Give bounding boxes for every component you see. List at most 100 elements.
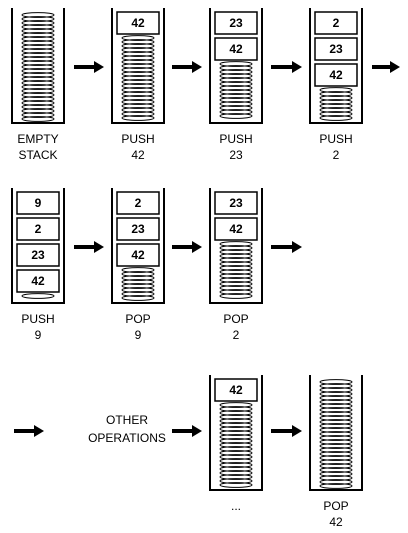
stack-pop9: 2 23 42 bbox=[111, 188, 165, 304]
stack-item-box bbox=[214, 191, 258, 215]
stack-push9: 9 2 23 42 bbox=[11, 188, 65, 304]
stack-item: 23 bbox=[16, 243, 60, 267]
spring bbox=[219, 241, 253, 299]
arrow-right-icon bbox=[14, 425, 44, 437]
stack-item-box bbox=[214, 37, 258, 61]
stack-item-box bbox=[16, 243, 60, 267]
stack-caption-line: 42 bbox=[131, 148, 145, 162]
stack-item: 23 bbox=[314, 37, 358, 61]
arrow-right-icon bbox=[271, 61, 302, 73]
stack-caption-line: 9 bbox=[135, 328, 142, 342]
spring bbox=[121, 267, 155, 301]
stack-item-value: 42 bbox=[329, 68, 343, 82]
arrow-right-icon bbox=[372, 61, 400, 73]
stack-item-value: 2 bbox=[35, 222, 42, 236]
spring bbox=[219, 61, 253, 119]
stack-item: 23 bbox=[214, 191, 258, 215]
stack-item: 2 bbox=[314, 11, 358, 35]
arrows bbox=[14, 61, 400, 437]
stack-item-box bbox=[16, 269, 60, 293]
spring bbox=[319, 87, 353, 121]
stack-caption-line: PUSH bbox=[319, 132, 352, 146]
stack-item: 23 bbox=[214, 11, 258, 35]
stack-item-value: 23 bbox=[131, 222, 145, 236]
arrow-right-icon bbox=[74, 241, 104, 253]
stack-item-value: 42 bbox=[131, 248, 145, 262]
stack-item: 2 bbox=[16, 217, 60, 241]
stack-item: 42 bbox=[214, 217, 258, 241]
stack-item-box bbox=[116, 243, 160, 267]
stack-item-value: 2 bbox=[135, 196, 142, 210]
stack-caption-line: POP bbox=[125, 312, 150, 326]
stack-item-box bbox=[116, 11, 160, 35]
stack-caption-line: ... bbox=[231, 499, 241, 513]
stack-item-box bbox=[214, 11, 258, 35]
stack-item-value: 42 bbox=[229, 222, 243, 236]
stack-caption-line: 9 bbox=[35, 328, 42, 342]
stack-item-value: 23 bbox=[229, 196, 243, 210]
stack-item-box bbox=[314, 63, 358, 87]
arrow-right-icon bbox=[172, 61, 202, 73]
stack-item-box bbox=[16, 217, 60, 241]
stack-item-box bbox=[314, 37, 358, 61]
spring bbox=[319, 379, 353, 489]
stack-item-box bbox=[116, 191, 160, 215]
spring bbox=[219, 402, 253, 488]
stack-item: 2 bbox=[116, 191, 160, 215]
stack-caption-line: EMPTY bbox=[17, 132, 58, 146]
stack-item: 42 bbox=[214, 378, 258, 402]
stack-item: 42 bbox=[116, 243, 160, 267]
arrow-right-icon bbox=[271, 425, 302, 437]
stack-before-final: 42 bbox=[209, 375, 263, 491]
stack-item-value: 42 bbox=[31, 274, 45, 288]
stack-push42: 42 bbox=[111, 8, 165, 124]
stack-caption-line: 23 bbox=[229, 148, 243, 162]
stack-item: 42 bbox=[116, 11, 160, 35]
stack-container bbox=[309, 8, 363, 124]
stack-container bbox=[209, 188, 263, 304]
spring bbox=[121, 35, 155, 121]
arrow-right-icon bbox=[172, 241, 202, 253]
stack-item-value: 42 bbox=[229, 383, 243, 397]
stack-container bbox=[309, 375, 363, 491]
stack-caption-line: PUSH bbox=[219, 132, 252, 146]
stack-empty bbox=[11, 8, 65, 124]
stack-caption-line: 2 bbox=[333, 148, 340, 162]
stack-item: 23 bbox=[116, 217, 160, 241]
stack-item-value: 23 bbox=[329, 42, 343, 56]
stack-container bbox=[209, 8, 263, 124]
stack-container bbox=[111, 188, 165, 304]
stack-container bbox=[11, 188, 65, 304]
stack-caption-line: PUSH bbox=[121, 132, 154, 146]
stack-caption-line: PUSH bbox=[21, 312, 54, 326]
stack-pop2: 23 42 bbox=[209, 188, 263, 304]
stack-caption-line: 42 bbox=[329, 515, 343, 529]
stack-caption-line: STACK bbox=[18, 148, 57, 162]
spring bbox=[21, 293, 55, 299]
stack-container bbox=[11, 8, 65, 124]
arrow-right-icon bbox=[172, 425, 202, 437]
stack-item-box bbox=[314, 11, 358, 35]
stack-item-value: 9 bbox=[35, 196, 42, 210]
spring bbox=[21, 12, 55, 122]
stack-item-box bbox=[16, 191, 60, 215]
stack-item-value: 2 bbox=[333, 16, 340, 30]
stack-item-value: 42 bbox=[131, 16, 145, 30]
captions: OTHER OPERATIONS EMPTYSTACKPUSH42PUSH23P… bbox=[17, 132, 352, 529]
stack-pop42 bbox=[309, 375, 363, 491]
arrow-right-icon bbox=[271, 241, 302, 253]
stack-caption-line: POP bbox=[223, 312, 248, 326]
stack-item-box bbox=[214, 217, 258, 241]
other-operations-line-2: OPERATIONS bbox=[88, 431, 166, 445]
arrow-right-icon bbox=[74, 61, 104, 73]
stack-item: 42 bbox=[214, 37, 258, 61]
stack-item: 42 bbox=[314, 63, 358, 87]
stack-item: 42 bbox=[16, 269, 60, 293]
stack-caption-line: POP bbox=[323, 499, 348, 513]
stack-item-box bbox=[214, 378, 258, 402]
stack-caption-line: 2 bbox=[233, 328, 240, 342]
